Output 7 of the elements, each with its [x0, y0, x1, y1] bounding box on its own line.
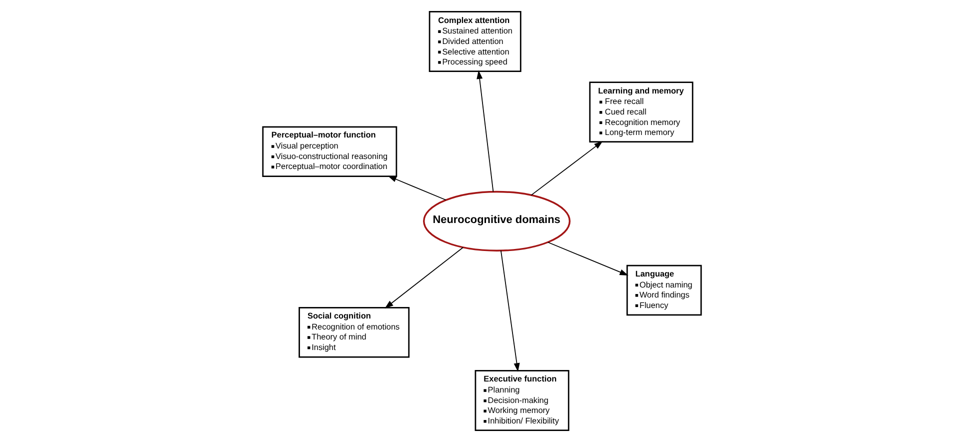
arrow [530, 140, 603, 196]
arrow [384, 246, 464, 308]
arrow [388, 175, 446, 200]
arrow [476, 70, 494, 192]
node-ellipse: Neurocognitive domains [423, 190, 571, 251]
arrow [500, 250, 520, 372]
arrow [547, 241, 628, 275]
